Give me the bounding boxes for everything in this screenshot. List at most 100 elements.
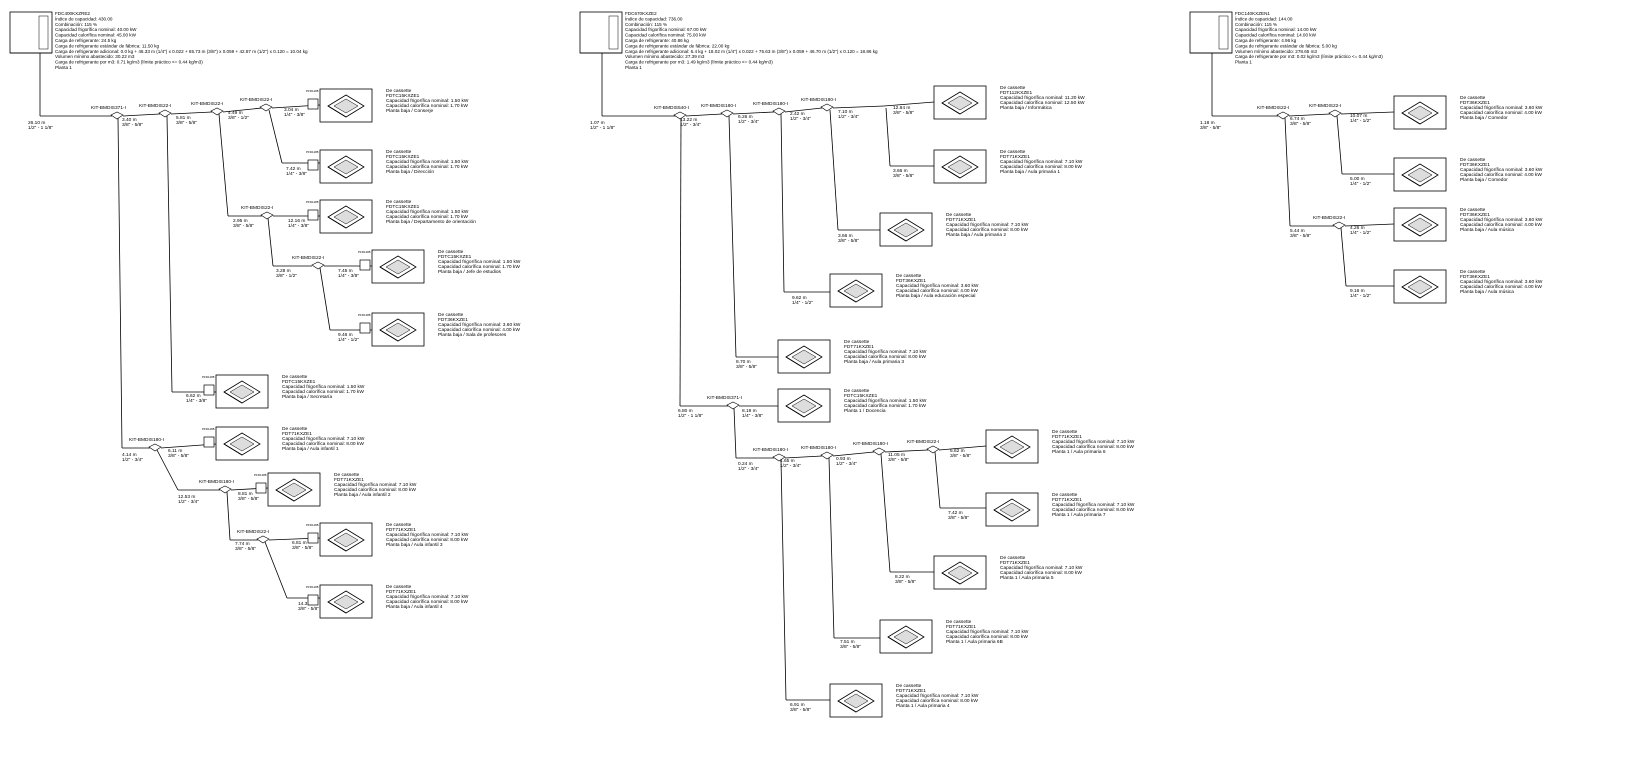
cassette-vent	[791, 349, 817, 365]
pipe-line	[993, 446, 1013, 459]
controller-label: PFD1188	[358, 250, 371, 254]
cassette-vent	[947, 159, 973, 175]
unit-type: De cassette	[1460, 157, 1486, 163]
unit-cooling-capacity: Capacidad frigorífica nominal: 7.10 kW	[386, 594, 469, 600]
kit-label: KIT-BMDIS371-I	[91, 105, 126, 111]
pipe-line	[327, 601, 347, 614]
unit-location: Planta 1 / Aula primaria 4	[896, 703, 950, 709]
unit-location: Planta baja / Sala de profesores	[438, 332, 507, 338]
cassette-vent	[893, 629, 919, 645]
unit-location: Planta baja / Informática	[1000, 105, 1052, 111]
pipe-diameter: 1/2" - 1 1/8"	[590, 125, 615, 131]
pipe-line	[941, 572, 961, 585]
pipe-diameter: 3/8" - 5/8"	[893, 110, 914, 116]
unit-heating-capacity: Capacidad calorífica nominal: 8.00 kW	[1000, 570, 1082, 576]
unit-model: FDT71KXZE1	[1000, 560, 1030, 566]
unit-type: De cassette	[1000, 149, 1026, 155]
unit-heating-capacity: Capacidad calorífica nominal: 8.00 kW	[282, 441, 364, 447]
unit-model: FDT71KXZE1	[1052, 497, 1082, 503]
pipe-diameter: 3/8" - 5/8"	[235, 546, 256, 552]
outdoor-spec-line: Volumen mínimo abastecido: 27.39 m3	[625, 54, 705, 59]
unit-cooling-capacity: Capacidad frigorífica nominal: 3.60 kW	[1460, 105, 1543, 111]
pipe-line	[829, 109, 839, 231]
outdoor-spec-line: Combinación: 115 %	[1235, 22, 1277, 27]
unit-type: De cassette	[334, 472, 360, 478]
pipe-length: 9.16 m	[1350, 288, 1365, 294]
pipe-length: 11.05 m	[888, 452, 905, 458]
unit-type: De cassette	[438, 249, 464, 255]
unit-location: Planta baja / Comedor	[1460, 115, 1508, 121]
pipe-length: 9.62 m	[792, 295, 807, 301]
pipe-line	[1340, 111, 1395, 115]
pipe-length: 12.53 m	[178, 494, 195, 500]
pipe-diameter: 3/8" - 5/8"	[790, 707, 811, 713]
unit-type: De cassette	[282, 374, 308, 380]
pipe-line	[780, 113, 785, 293]
unit-type: De cassette	[386, 584, 412, 590]
pipe-line	[1284, 117, 1291, 227]
pipe-line	[1288, 113, 1331, 117]
pipe-length: 5.44 m	[1290, 228, 1305, 234]
pipe-line	[319, 267, 331, 331]
cassette-vent	[333, 209, 359, 225]
unit-cooling-capacity: Capacidad frigorífica nominal: 3.60 kW	[1460, 217, 1543, 223]
branch-joint-icon	[110, 111, 124, 120]
unit-type: De cassette	[1052, 429, 1078, 435]
outdoor-spec-line: Carga de refrigerante por m3: 0.71 kg/m3…	[55, 60, 203, 65]
controller-label: PFD1188	[306, 523, 319, 527]
unit-heating-capacity: Capacidad calorífica nominal: 8.00 kW	[946, 634, 1028, 640]
unit-heating-capacity: Capacidad calorífica nominal: 12.50 kW	[1000, 100, 1085, 106]
pipe-line	[267, 217, 274, 267]
pipe-length: 6.91 m	[790, 702, 805, 708]
unit-cooling-capacity: Capacidad frigorífica nominal: 3.60 kW	[438, 322, 521, 328]
unit-heating-capacity: Capacidad calorífica nominal: 4.00 kW	[1460, 110, 1542, 116]
pipe-diameter: 1/4" - 1/2"	[1350, 181, 1371, 187]
cassette-vent	[1407, 279, 1433, 295]
outdoor-spec-line: Planta 1	[625, 65, 642, 70]
unit-type: De cassette	[896, 273, 922, 279]
pipe-diameter: 1/4" - 1/2"	[792, 300, 813, 306]
unit-model: FDTC15KXZE1	[386, 204, 420, 210]
pipe-line	[170, 111, 213, 115]
unit-cooling-capacity: Capacidad frigorífica nominal: 1.50 kW	[844, 398, 927, 404]
pipe-length: 6.81 m	[292, 540, 307, 546]
pipe-diameter: 1/4" - 1/2"	[1350, 230, 1371, 236]
pipe-line	[837, 290, 857, 303]
kit-label: KIT-BMDIS22-I	[240, 97, 272, 103]
cassette-vent	[947, 565, 973, 581]
outdoor-unit-panel	[1218, 15, 1229, 50]
branch-joint-icon	[210, 107, 224, 116]
unit-heating-capacity: Capacidad calorífica nominal: 8.00 kW	[946, 227, 1028, 233]
pipe-length: 6.80 m	[678, 408, 693, 414]
unit-location: Planta baja / Secretaría	[282, 394, 332, 400]
branch-joint-icon	[673, 111, 687, 120]
cassette-vent	[385, 259, 411, 275]
unit-heating-capacity: Capacidad calorífica nominal: 1.70 kW	[386, 164, 468, 170]
unit-type: De cassette	[946, 212, 972, 218]
unit-type: De cassette	[1460, 269, 1486, 275]
unit-location: Planta 1 / Aula primaria 6	[1052, 449, 1106, 455]
pipe-line	[327, 105, 347, 118]
pipe-diameter: 3/8" - 5/8"	[840, 644, 861, 650]
pipe-diameter: 1/4" - 1/2"	[338, 337, 359, 343]
branch-joint-icon	[720, 109, 734, 118]
unit-heating-capacity: Capacidad calorífica nominal: 4.00 kW	[1460, 222, 1542, 228]
pipe-line	[832, 105, 885, 109]
pipe-diameter: 3/8" - 1/2"	[276, 273, 297, 279]
unit-type: De cassette	[386, 149, 412, 155]
unit-type: De cassette	[1052, 492, 1078, 498]
branch-joint-icon	[148, 443, 162, 452]
pipe-line	[732, 111, 775, 115]
kit-label: KIT-BMDIS180-I	[129, 437, 164, 443]
cassette-vent	[1407, 167, 1433, 183]
pipe-line	[780, 459, 787, 701]
pipe-length: 1.18 m	[1200, 120, 1215, 126]
branch-joint-icon	[259, 103, 273, 112]
branch-joint-icon	[311, 261, 325, 270]
unit-heating-capacity: Capacidad calorífica nominal: 8.00 kW	[1052, 444, 1134, 450]
controller-label: PFD1188	[254, 473, 267, 477]
cassette-vent	[333, 532, 359, 548]
outdoor-spec-line: Carga de refrigerante adicional: 0.0 kg …	[55, 49, 308, 54]
pipe-line	[941, 166, 961, 179]
pipe-line	[1344, 223, 1395, 227]
